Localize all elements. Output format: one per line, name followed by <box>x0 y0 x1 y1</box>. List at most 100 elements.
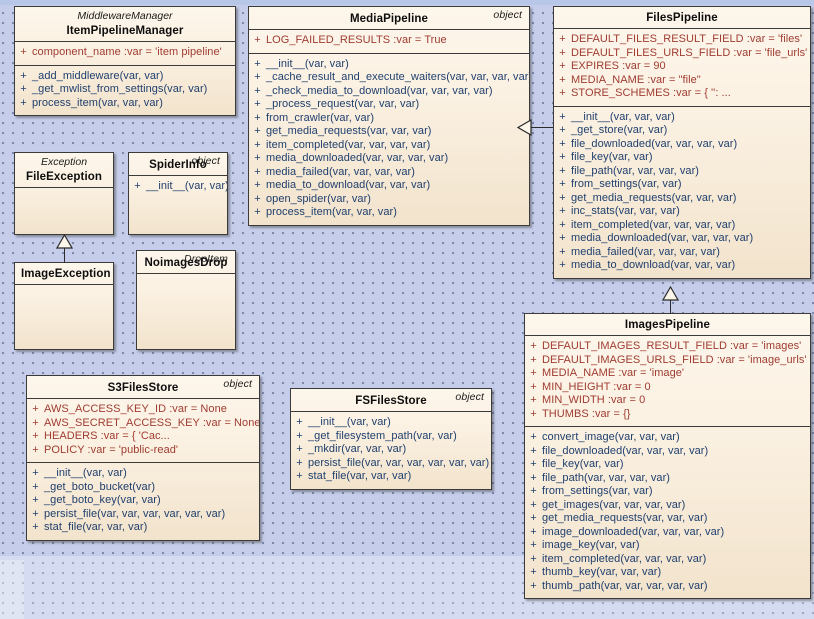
stereotype-label: DropItem <box>184 253 228 265</box>
member-label: thumb_key(var, var, var) <box>542 566 662 578</box>
member-row: +get_media_requests(var, var, var) <box>249 125 529 139</box>
visibility-marker: + <box>134 180 141 192</box>
member-row: +file_path(var, var, var, var) <box>525 472 810 486</box>
class-header: object FSFilesStore <box>291 389 491 411</box>
class-item-pipeline-manager[interactable]: MiddlewareManager ItemPipelineManager +c… <box>14 6 236 116</box>
member-row: +from_settings(var, var) <box>554 178 810 192</box>
member-label: inc_stats(var, var, var) <box>571 205 680 217</box>
visibility-marker: + <box>530 407 537 420</box>
member-label: stat_file(var, var, var) <box>44 521 148 533</box>
visibility-marker: + <box>559 87 566 99</box>
member-label: DEFAULT_FILES_URLS_FIELD :var = 'file_ur… <box>571 46 808 59</box>
visibility-marker: + <box>32 494 39 506</box>
visibility-marker: + <box>530 552 537 565</box>
class-header: FilesPipeline <box>554 7 810 28</box>
visibility-marker: + <box>296 470 303 482</box>
member-row: +process_item(var, var, var) <box>15 97 235 111</box>
member-label: MIN_WIDTH :var = 0 <box>542 394 646 406</box>
member-row: +THUMBS :var = {} <box>525 408 810 422</box>
member-label: file_key(var, var) <box>571 151 653 163</box>
member-label: __init__(var, var) <box>266 57 349 70</box>
visibility-marker: + <box>530 444 537 457</box>
class-media-pipeline[interactable]: object MediaPipeline +LOG_FAILED_RESULTS… <box>248 6 530 226</box>
visibility-marker: + <box>559 137 566 150</box>
member-label: _process_request(var, var, var) <box>266 98 420 110</box>
member-row: +__init__(var, var) <box>27 467 259 481</box>
visibility-marker: + <box>530 394 537 406</box>
class-files-pipeline[interactable]: FilesPipeline +DEFAULT_FILES_RESULT_FIEL… <box>553 6 811 279</box>
member-row: +media_downloaded(var, var, var, var) <box>554 232 810 246</box>
member-label: file_key(var, var) <box>542 458 624 470</box>
visibility-marker: + <box>254 192 261 205</box>
member-label: DEFAULT_IMAGES_RESULT_FIELD :var = 'imag… <box>542 340 802 352</box>
visibility-marker: + <box>32 521 39 533</box>
attributes-compartment: +AWS_ACCESS_KEY_ID :var = None+AWS_SECRE… <box>27 398 259 462</box>
class-name: SpiderInfo <box>149 159 207 171</box>
stereotype-label: MiddlewareManager <box>77 10 173 22</box>
class-name: FilesPipeline <box>646 12 718 24</box>
member-row: +get_media_requests(var, var, var) <box>525 512 810 526</box>
member-label: persist_file(var, var, var, var, var, va… <box>44 507 226 520</box>
class-images-pipeline[interactable]: ImagesPipeline +DEFAULT_IMAGES_RESULT_FI… <box>524 313 811 599</box>
visibility-marker: + <box>559 124 566 136</box>
attributes-compartment: +LOG_FAILED_RESULTS :var = True <box>249 29 529 53</box>
class-fs-files-store[interactable]: object FSFilesStore + __init__(var, var) +… <box>290 388 492 490</box>
member-row: +_check_media_to_download(var, var, var,… <box>249 85 529 99</box>
member-label: from_crawler(var, var) <box>266 111 375 124</box>
member-label: media_downloaded(var, var, var, var) <box>571 232 754 244</box>
member-label: _get_boto_key(var, var) <box>44 494 161 506</box>
member-label: __init__(var, var) <box>146 180 228 192</box>
visibility-marker: + <box>530 579 537 592</box>
operations-compartment: +_add_middleware(var, var)+_get_mwlist_f… <box>15 64 235 116</box>
class-header: object MediaPipeline <box>249 7 529 29</box>
class-name: MediaPipeline <box>350 13 428 25</box>
generalization-line-images-to-files <box>670 300 671 314</box>
member-label: process_item(var, var, var) <box>266 206 397 218</box>
member-row: + thumb_path(var, var, var, var, var) <box>525 580 810 594</box>
visibility-marker: + <box>530 512 537 524</box>
class-name: ImageException <box>21 268 111 280</box>
class-spider-info[interactable]: object SpiderInfo +__init__(var, var) <box>128 152 228 235</box>
class-noimages-drop[interactable]: DropItem NoimagesDrop <box>136 250 236 350</box>
visibility-marker: + <box>559 33 566 45</box>
member-label: EXPIRES :var = 90 <box>571 60 666 72</box>
class-s3-files-store[interactable]: object S3FilesStore +AWS_ACCESS_KEY_ID :… <box>26 375 260 541</box>
class-header: MiddlewareManager ItemPipelineManager <box>15 7 235 41</box>
member-label: process_item(var, var, var) <box>32 96 163 109</box>
visibility-marker: + <box>559 110 566 123</box>
visibility-marker: + <box>559 205 566 217</box>
member-label: file_downloaded(var, var, var, var) <box>571 137 738 150</box>
member-row: +_get_filesystem_path(var, var) <box>291 430 491 444</box>
member-label: AWS_ACCESS_KEY_ID :var = None <box>44 403 227 415</box>
member-row: +file_downloaded(var, var, var, var) <box>525 445 810 459</box>
member-row: +DEFAULT_FILES_URLS_FIELD :var = 'file_u… <box>554 47 810 61</box>
member-row: +DEFAULT_IMAGES_RESULT_FIELD :var = 'ima… <box>525 340 810 354</box>
member-label: _get_boto_bucket(var) <box>44 480 156 493</box>
member-row: +file_key(var, var) <box>554 151 810 165</box>
visibility-marker: + <box>530 367 537 379</box>
visibility-marker: + <box>296 456 303 469</box>
member-row: +_cache_result_and_execute_waiters(var, … <box>249 71 529 85</box>
member-label: MIN_HEIGHT :var = 0 <box>542 380 651 393</box>
member-row: +media_to_download(var, var, var) <box>554 259 810 273</box>
visibility-marker: + <box>32 416 39 429</box>
class-file-exception[interactable]: Exception FileException <box>14 152 114 235</box>
member-label: media_to_download(var, var, var) <box>266 179 431 191</box>
visibility-marker: + <box>254 179 261 191</box>
member-label: HEADERS :var = { 'Cac... <box>44 430 170 442</box>
visibility-marker: + <box>254 152 261 164</box>
member-label: STORE_SCHEMES :var = { '': ... <box>571 87 731 99</box>
member-label: __init__(var, var) <box>308 416 391 428</box>
member-label: thumb_path(var, var, var, var, var) <box>542 579 708 592</box>
member-row: +component_name :var = 'item pipeline' <box>15 46 235 60</box>
visibility-marker: + <box>559 259 566 271</box>
member-row: +DEFAULT_FILES_RESULT_FIELD :var = 'file… <box>554 33 810 47</box>
visibility-marker: + <box>254 98 261 110</box>
class-name: ImagesPipeline <box>624 319 711 331</box>
member-label: _cache_result_and_execute_waiters(var, v… <box>266 71 530 83</box>
member-row: +get_images(var, var, var, var) <box>525 499 810 513</box>
member-label: __init__(var, var, var) <box>571 110 675 123</box>
visibility-marker: + <box>32 507 39 520</box>
class-image-exception[interactable]: ImageException <box>14 262 114 350</box>
visibility-marker: + <box>559 60 566 72</box>
